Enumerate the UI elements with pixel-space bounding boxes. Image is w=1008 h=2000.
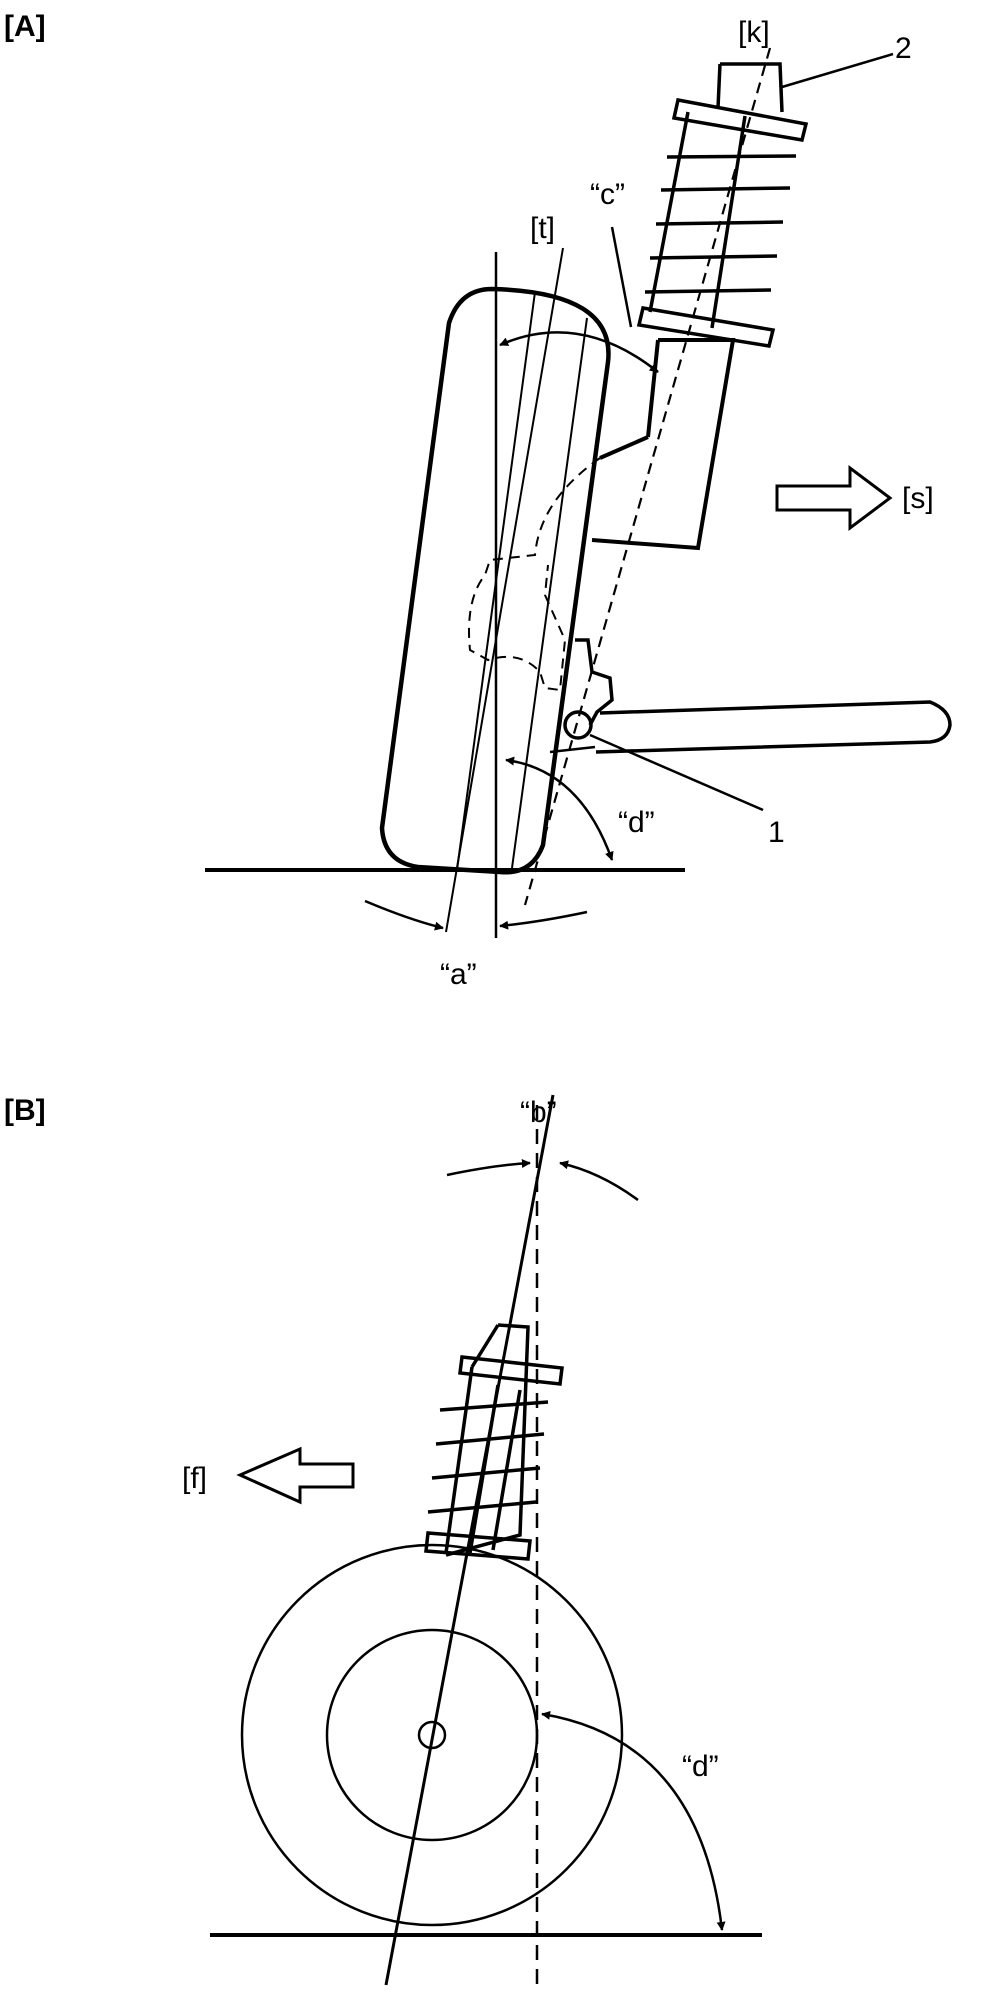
leader-1 — [589, 733, 764, 812]
direction-arrow-f — [236, 1446, 355, 1505]
panel-b-label: [B] — [4, 1094, 46, 1127]
angle-a-arc-right — [499, 910, 588, 930]
angle-b-arc-right — [559, 1160, 639, 1202]
panel-b: [B] “b” — [4, 1094, 762, 1986]
angle-a-arc-left — [364, 899, 444, 931]
label-b: “b” — [520, 1096, 557, 1129]
angle-d-arc-b — [541, 1710, 726, 1931]
panel-a-label: [A] — [4, 10, 46, 43]
knuckle-arm — [599, 435, 649, 460]
label-1: 1 — [768, 816, 785, 849]
label-d-a: “d” — [618, 806, 655, 839]
coil-spring-b — [424, 1323, 564, 1561]
hub-center — [417, 1720, 447, 1750]
lower-bracket — [575, 638, 614, 726]
angle-d-arc-a — [505, 756, 614, 861]
label-d-b: “d” — [682, 1750, 719, 1783]
steering-axis-b — [384, 1094, 555, 1986]
strut-body — [591, 338, 736, 551]
angle-b-arc-left — [446, 1158, 531, 1177]
label-a: “a” — [440, 958, 477, 991]
label-c: “c” — [590, 178, 625, 211]
ball-joint-link — [549, 745, 596, 754]
steering-axis-a — [523, 47, 772, 906]
label-f: [f] — [182, 1462, 207, 1495]
label-2: 2 — [895, 32, 912, 65]
knuckle-hidden-outline — [468, 457, 601, 692]
label-s: [s] — [902, 482, 934, 515]
ball-joint-1 — [563, 710, 593, 740]
coil-spring-a — [636, 62, 809, 348]
strut-inner-edge — [646, 339, 660, 438]
label-k: [k] — [738, 16, 770, 49]
angle-c-arc — [499, 331, 659, 373]
panel-a: [A] — [4, 10, 952, 991]
tire-outline — [379, 286, 611, 875]
leader-c — [610, 226, 633, 328]
direction-arrow-s — [775, 465, 893, 531]
leader-2 — [781, 52, 894, 89]
label-t: [t] — [530, 212, 555, 245]
lower-control-arm — [595, 700, 952, 754]
